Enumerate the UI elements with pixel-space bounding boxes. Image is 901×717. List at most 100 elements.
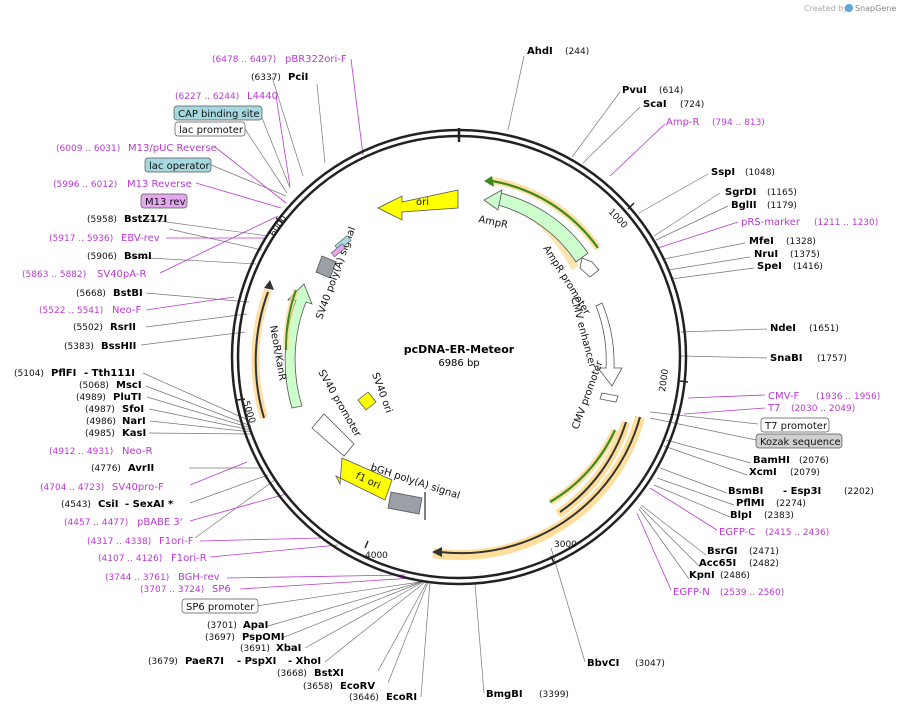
bgh-polya-feature[interactable] xyxy=(387,491,423,515)
svg-text:(4987): (4987) xyxy=(85,405,115,415)
egfp-orf xyxy=(549,429,617,503)
ori-feature[interactable] xyxy=(377,189,459,221)
cmv-promoter-feature[interactable] xyxy=(599,392,619,403)
site-bstxi: BstXI xyxy=(314,668,344,679)
svg-text:(6227 .. 6244): (6227 .. 6244) xyxy=(175,92,239,102)
primer-t7: T7 xyxy=(767,403,780,414)
snapgene-text: SnapGene xyxy=(855,4,896,13)
primer-neo-r: Neo-R xyxy=(122,446,153,457)
svg-text:- Tth111I: - Tth111I xyxy=(84,368,135,379)
sv40-ori-feature[interactable] xyxy=(357,391,377,411)
site-bstbi: BstBI xyxy=(113,288,143,299)
svg-text:(3744 .. 3761): (3744 .. 3761) xyxy=(105,573,169,583)
primer-pbr322ori-f: pBR322ori-F xyxy=(285,54,347,65)
er-orf-outer xyxy=(559,421,627,513)
site-bsmi: BsmI xyxy=(124,251,152,262)
f1-ori-feature[interactable] xyxy=(335,457,393,501)
svg-text:(6337): (6337) xyxy=(251,73,281,83)
site-pcii: PciI xyxy=(288,72,308,83)
primer-egfp-n: EGFP-N xyxy=(673,587,710,598)
svg-text:(2415 .. 2436): (2415 .. 2436) xyxy=(765,528,829,538)
svg-text:(5863 .. 5882): (5863 .. 5882) xyxy=(22,270,86,280)
primer-m13-puc-reverse: M13/pUC Reverse xyxy=(128,143,217,154)
site-xbai: XbaI xyxy=(276,643,301,654)
svg-text:- Esp3I: - Esp3I xyxy=(783,486,821,497)
sv40-ori-label: SV40 ori xyxy=(369,371,394,414)
svg-text:(1375): (1375) xyxy=(790,250,820,260)
ampr-promoter-feature[interactable] xyxy=(579,257,600,278)
site-avrii: AvrII xyxy=(128,463,154,474)
plasmid-size: 6986 bp xyxy=(438,358,479,369)
svg-text:(4704 .. 4723): (4704 .. 4723) xyxy=(40,483,104,493)
svg-text:(5917 .. 5936): (5917 .. 5936) xyxy=(49,234,113,244)
svg-text:(244): (244) xyxy=(565,47,589,57)
svg-text:(2539 .. 2560): (2539 .. 2560) xyxy=(720,588,784,598)
site-nrui: NruI xyxy=(754,249,778,260)
svg-text:(4985): (4985) xyxy=(85,429,115,439)
site-bstz17i: BstZ17I xyxy=(124,214,167,225)
svg-text:(4989): (4989) xyxy=(76,393,106,403)
svg-text:(2486): (2486) xyxy=(720,571,750,581)
svg-text:(3658): (3658) xyxy=(303,682,333,692)
site-ahdi: AhdI xyxy=(527,46,553,57)
box-m13-rev: M13 rev xyxy=(145,197,186,208)
boxed-features: CAP binding site lac promoter lac operat… xyxy=(140,105,843,614)
svg-text:(4912 .. 4931): (4912 .. 4931) xyxy=(49,447,113,457)
site-xcmi: XcmI xyxy=(749,467,777,478)
site-msci: MscI xyxy=(116,380,142,391)
svg-text:(5383): (5383) xyxy=(64,342,94,352)
cmv-enhancer-feature[interactable] xyxy=(595,302,623,387)
site-mfei: MfeI xyxy=(749,236,774,247)
sv40-promoter-feature[interactable] xyxy=(311,413,355,457)
svg-text:(4317 .. 4338): (4317 .. 4338) xyxy=(87,537,151,547)
svg-text:(4107 .. 4126): (4107 .. 4126) xyxy=(98,554,162,564)
svg-text:(1757): (1757) xyxy=(817,354,847,364)
sv40-polya-feature[interactable] xyxy=(315,255,337,279)
primer-neo-f: Neo-F xyxy=(112,305,142,316)
cmv-promoter-label: CMV promoter xyxy=(570,359,605,431)
svg-text:(2030 .. 2049): (2030 .. 2049) xyxy=(791,404,855,414)
primer-sv40pa-r: SV40pA-R xyxy=(97,269,146,280)
svg-text:(614): (614) xyxy=(659,86,683,96)
primer-sv40pro-f: SV40pro-F xyxy=(112,482,164,493)
site-acc65i: Acc65I xyxy=(699,558,736,569)
svg-text:- SexAI *: - SexAI * xyxy=(125,499,174,510)
ampr-orf-outer xyxy=(491,179,599,249)
site-ecori: EcoRI xyxy=(386,692,417,703)
site-pvui: PvuI xyxy=(622,85,647,96)
site-bsmbi: BsmBI xyxy=(728,486,763,497)
site-bamhi: BamHI xyxy=(753,455,790,466)
svg-text:(4457 .. 4477): (4457 .. 4477) xyxy=(64,518,128,528)
svg-text:(5502): (5502) xyxy=(73,323,103,333)
site-pluti: PluTI xyxy=(113,392,141,403)
svg-text:(3399): (3399) xyxy=(539,690,569,700)
site-sgrdi: SgrDI xyxy=(725,187,756,198)
ampr-label: AmpR xyxy=(477,214,509,231)
site-nari: NarI xyxy=(122,416,146,427)
svg-text:(1179): (1179) xyxy=(767,201,797,211)
box-lac-operator: lac operator xyxy=(149,161,210,172)
svg-text:(6009 .. 6031): (6009 .. 6031) xyxy=(56,144,120,154)
site-pflmi: PflMI xyxy=(736,498,764,509)
primer-ebv-rev: EBV-rev xyxy=(121,233,160,244)
tick-5000: 5000 xyxy=(240,400,257,425)
label-connectors xyxy=(130,55,768,698)
svg-text:(5068): (5068) xyxy=(79,381,109,391)
svg-text:(2274): (2274) xyxy=(776,499,806,509)
ori-label: ori xyxy=(416,197,429,208)
left-labels: (3646)EcoRI (3658)EcoRV (3668)BstXI (367… xyxy=(14,54,417,703)
site-bsshii: BssHII xyxy=(101,341,136,352)
svg-text:(2471): (2471) xyxy=(749,547,779,557)
svg-text:(1328): (1328) xyxy=(786,237,816,247)
svg-text:(724): (724) xyxy=(680,100,704,110)
meteor-orf-arrowhead xyxy=(432,547,442,557)
primer-amp-r: Amp-R xyxy=(666,117,700,128)
box-lac-promoter: lac promoter xyxy=(179,125,244,136)
primer-cmv-f: CMV-F xyxy=(768,391,799,402)
right-labels: AhdI(244) PvuI(614) ScaI(724) Amp-R(794 … xyxy=(486,46,880,700)
site-sspi: SspI xyxy=(711,167,735,178)
svg-text:(3697): (3697) xyxy=(205,633,235,643)
site-csii: CsiI xyxy=(98,499,118,510)
ampr-orf-arrowhead xyxy=(484,176,494,187)
site-bbvci: BbvCI xyxy=(587,658,619,669)
